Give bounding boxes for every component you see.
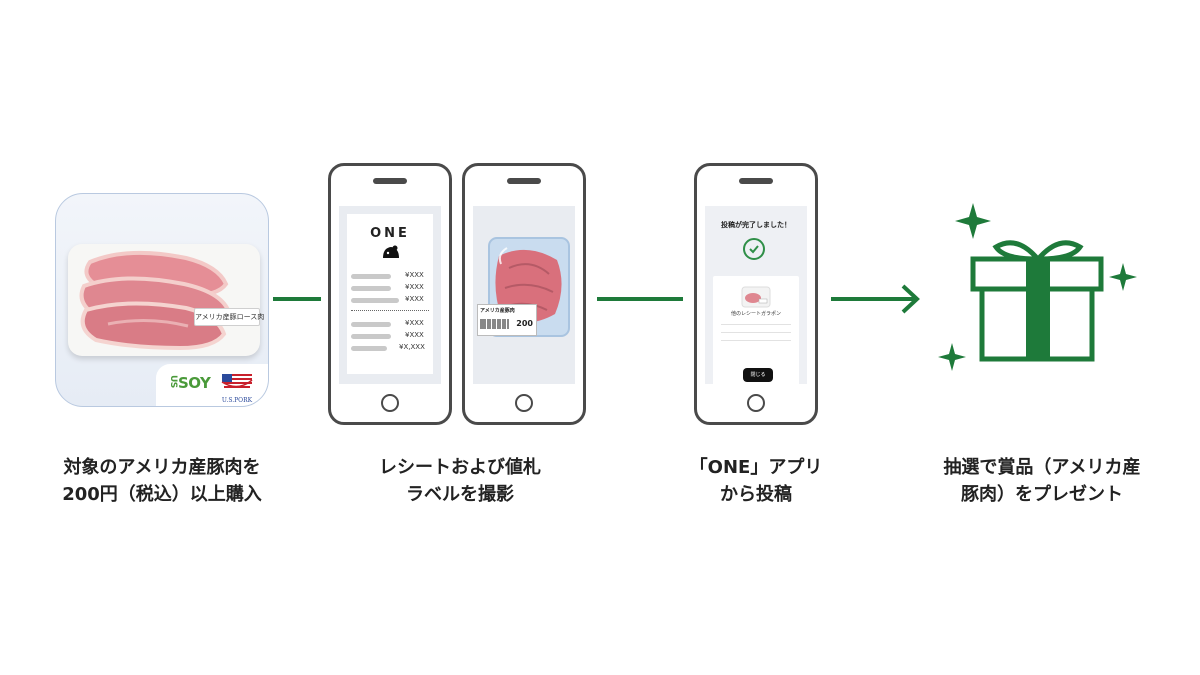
receipt: ONE ¥XXX ¥XXX ¥XXX ¥XXX ¥XXX ¥X,XXX [347,214,433,374]
receipt-phone: ONE ¥XXX ¥XXX ¥XXX ¥XXX ¥XXX ¥X,XXX [328,163,452,425]
receipt-divider [351,310,429,311]
app-post-phone: 投稿が完了しました！ 他のレシートガラポン 閉じる [694,163,818,425]
receipt-line-bar [351,298,399,303]
receipt-line-bar [351,286,391,291]
step4-caption-line2: 豚肉）をプレゼント [961,484,1123,505]
receipt-price: ¥XXX [405,271,424,279]
step3-caption: 「ONE」アプリ から投稿 [666,454,846,508]
receipt-price: ¥XXX [405,295,424,303]
step2-caption: レシートおよび値札 ラベルを撮影 [350,454,570,508]
receipt-logo: ONE [370,226,410,241]
card-divider [721,324,791,325]
phone-home-button [381,394,399,412]
step2-caption-line1: レシートおよび値札 [379,457,541,478]
receipt-price: ¥XXX [405,331,424,339]
receipt-line-bar [351,346,387,351]
us-soy-logo-us: US [168,375,178,388]
phone-speaker [373,178,407,184]
phone-speaker [507,178,541,184]
product-image-card: アメリカ産豚ロース肉 USSOY U.S.PORK [55,193,269,407]
gift-icon [938,203,1137,371]
receipt-line-bar [351,322,391,327]
us-pork-text: U.S.PORK [221,397,253,404]
step1-caption: 対象のアメリカ産豚肉を 200円（税込）以上購入 [40,454,284,508]
receipt-price: ¥XXX [405,319,424,327]
step2-caption-line2: ラベルを撮影 [406,484,514,505]
step4-caption: 抽選で賞品（アメリカ産 豚肉）をプレゼント [920,454,1164,508]
post-complete-title: 投稿が完了しました！ [721,221,791,229]
check-circle-icon [743,238,765,260]
receipt-price: ¥XXX [405,283,424,291]
price-label: アメリカ産豚肉 200 [477,304,537,336]
coupon-card: 他のレシートガラポン 閉じる [713,276,799,384]
step1-caption-line2: 200円（税込）以上購入 [62,484,262,505]
coupon-text: 他のレシートガラポン [730,311,781,317]
price-label-phone: アメリカ産豚肉 200 [462,163,586,425]
receipt-line-bar [351,274,391,279]
barcode-icon [480,319,509,329]
phone-speaker [739,178,773,184]
receipt-price: ¥X,XXX [399,343,425,351]
product-thumbnail-icon [741,286,771,308]
connector-line-2 [597,297,683,301]
connector-line-1 [273,297,321,301]
price-label-title: アメリカ産豚肉 [480,308,515,314]
arrow-right-icon [831,284,920,314]
sparkle-icon [938,203,1137,371]
price-label-value: 200 [516,319,533,328]
us-pork-logo: U.S.PORK [218,372,256,404]
close-button[interactable]: 閉じる [743,368,773,382]
step3-caption-line1: 「ONE」アプリ [689,457,823,478]
receipt-line-bar [351,334,391,339]
step4-caption-line1: 抽選で賞品（アメリカ産 [943,457,1141,478]
us-soy-logo-soy: SOY [178,374,211,392]
phone-screen: ONE ¥XXX ¥XXX ¥XXX ¥XXX ¥XXX ¥X,XXX [339,206,441,384]
meat-tray [68,244,260,356]
logo-band [156,364,268,406]
receipt-character-icon [383,245,399,258]
us-soy-logo: USSOY [168,374,211,392]
phone-screen: アメリカ産豚肉 200 [473,206,575,384]
pack-label: アメリカ産豚ロース肉 [194,308,264,326]
step3-caption-line2: から投稿 [720,484,792,505]
step1-caption-line1: 対象のアメリカ産豚肉を [63,457,261,478]
phone-home-button [747,394,765,412]
pork-chops-illustration [79,250,231,351]
card-divider [721,340,791,341]
phone-screen: 投稿が完了しました！ 他のレシートガラポン 閉じる [705,206,807,384]
card-divider [721,332,791,333]
phone-home-button [515,394,533,412]
us-pork-flag-icon [221,374,253,388]
